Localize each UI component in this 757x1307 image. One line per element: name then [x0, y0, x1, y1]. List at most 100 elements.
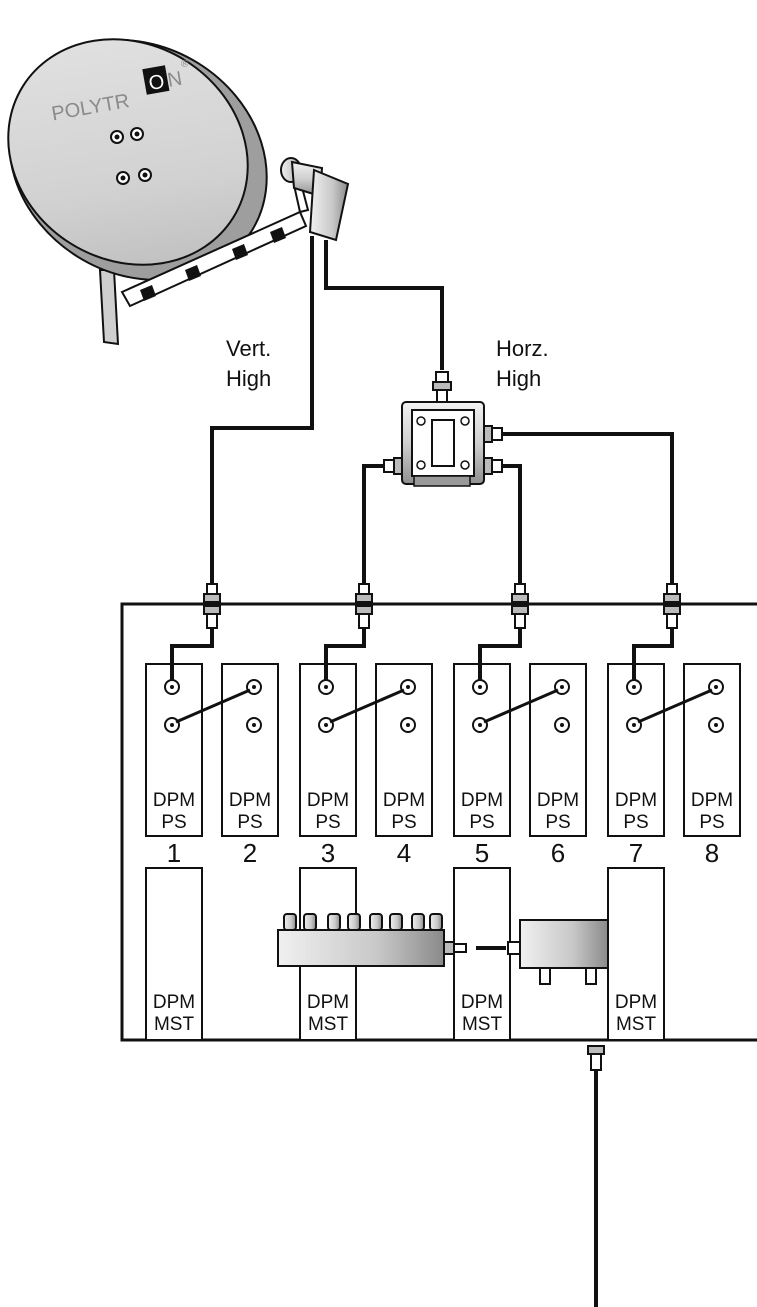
vert-high-label-line1: Vert. [226, 336, 271, 361]
internal-jumpers [170, 628, 713, 724]
horz-high-label-line2: High [496, 366, 541, 391]
mst-module-label-2: MST [154, 1014, 195, 1035]
ps-module-label-2: PS [161, 812, 186, 833]
ps-port-lower-pin [560, 723, 564, 727]
loop-jumper-2 [329, 688, 405, 724]
ps-module-number: 8 [705, 838, 719, 868]
combiner-port-7 [411, 913, 425, 931]
output-connector [587, 1045, 605, 1071]
ps-module-label-2: PS [545, 812, 570, 833]
input-jumper-4 [632, 628, 674, 680]
mst-module-label-1: DPM [307, 992, 349, 1013]
combiner-port-8 [429, 913, 443, 931]
splitter-output-right-lower [483, 457, 503, 475]
ps-module-label-1: DPM [615, 790, 657, 811]
ps-module-label-1: DPM [461, 790, 503, 811]
ps-module-number: 7 [629, 838, 643, 868]
ps-module-label-1: DPM [229, 790, 271, 811]
splitter-cable-left [362, 464, 386, 592]
ps-module-number: 4 [397, 838, 411, 868]
ps-module-number: 5 [475, 838, 489, 868]
ps-port-upper-pin [560, 685, 564, 689]
cables [210, 236, 674, 1307]
combiner-assembly [277, 913, 609, 1071]
input-connector-2 [355, 583, 373, 629]
combiner-port-5 [369, 913, 383, 931]
splitter-output-right-upper [483, 425, 503, 443]
mst-module-label-2: MST [308, 1014, 349, 1035]
ps-port-upper-pin [714, 685, 718, 689]
vert-high-cable [210, 236, 314, 592]
ps-module-label-2: PS [469, 812, 494, 833]
ps-module-number: 6 [551, 838, 565, 868]
input-jumper-1 [170, 628, 214, 680]
mst-module-label-1: DPM [461, 992, 503, 1013]
ps-module-number: 2 [243, 838, 257, 868]
combiner-port-3 [327, 913, 341, 931]
ps-module-label-1: DPM [691, 790, 733, 811]
input-connector-4 [663, 583, 681, 629]
mst-module-box [145, 867, 203, 1041]
input-connector-1 [203, 583, 221, 629]
ps-port-upper-pin [478, 685, 482, 689]
ps-modules: DPMPS1DPMPS2DPMPS3DPMPS4DPMPS5DPMPS6DPMP… [145, 663, 741, 868]
ps-port-lower-pin [406, 723, 410, 727]
ps-port-upper-pin [324, 685, 328, 689]
splitter-cable-mid [502, 464, 522, 592]
mst-module-label-2: MST [462, 1014, 503, 1035]
combiner-port-6 [389, 913, 403, 931]
splitter [383, 371, 503, 487]
combiner-bar [277, 913, 467, 967]
ps-port-lower-pin [170, 723, 174, 727]
ps-port-lower-pin [252, 723, 256, 727]
input-jumper-3 [478, 628, 522, 680]
horz-high-cable [324, 240, 444, 370]
ps-module-label-2: PS [699, 812, 724, 833]
output-amplifier [507, 919, 609, 985]
loop-jumper-1 [175, 688, 251, 724]
splitter-cable-right [502, 432, 674, 592]
splitter-input-connector [432, 371, 452, 403]
dish-logo-box-letter: O [147, 71, 166, 95]
mst-module-label-1: DPM [153, 992, 195, 1013]
input-jumper-2 [324, 628, 366, 680]
ps-module-number: 3 [321, 838, 335, 868]
splitter-output-left [383, 457, 403, 475]
lnb [280, 157, 350, 242]
ps-port-lower-pin [714, 723, 718, 727]
ps-module-label-1: DPM [537, 790, 579, 811]
ps-port-upper-pin [406, 685, 410, 689]
ps-port-upper-pin [170, 685, 174, 689]
dish-mast [98, 269, 120, 346]
ps-module-label-2: PS [623, 812, 648, 833]
combiner-ports [283, 913, 443, 931]
loop-jumper-4 [637, 688, 713, 724]
ps-module-label-2: PS [237, 812, 262, 833]
mst-module-label-1: DPM [615, 992, 657, 1013]
vert-high-label-line2: High [226, 366, 271, 391]
mst-module-label-2: MST [616, 1014, 657, 1035]
ps-module-number: 1 [167, 838, 181, 868]
combiner-port-2 [303, 913, 317, 931]
dish-face [7, 38, 249, 266]
horz-high-label-line1: Horz. [496, 336, 549, 361]
ps-module-label-1: DPM [383, 790, 425, 811]
ps-port-lower-pin [632, 723, 636, 727]
satellite-dish: POLYTR O N ® [7, 38, 350, 346]
combiner-port-1 [283, 913, 297, 931]
combiner-port-4 [347, 913, 361, 931]
chassis-input-connectors [203, 583, 681, 629]
dish-mount-bolts [110, 127, 152, 185]
loop-jumper-3 [483, 688, 559, 724]
